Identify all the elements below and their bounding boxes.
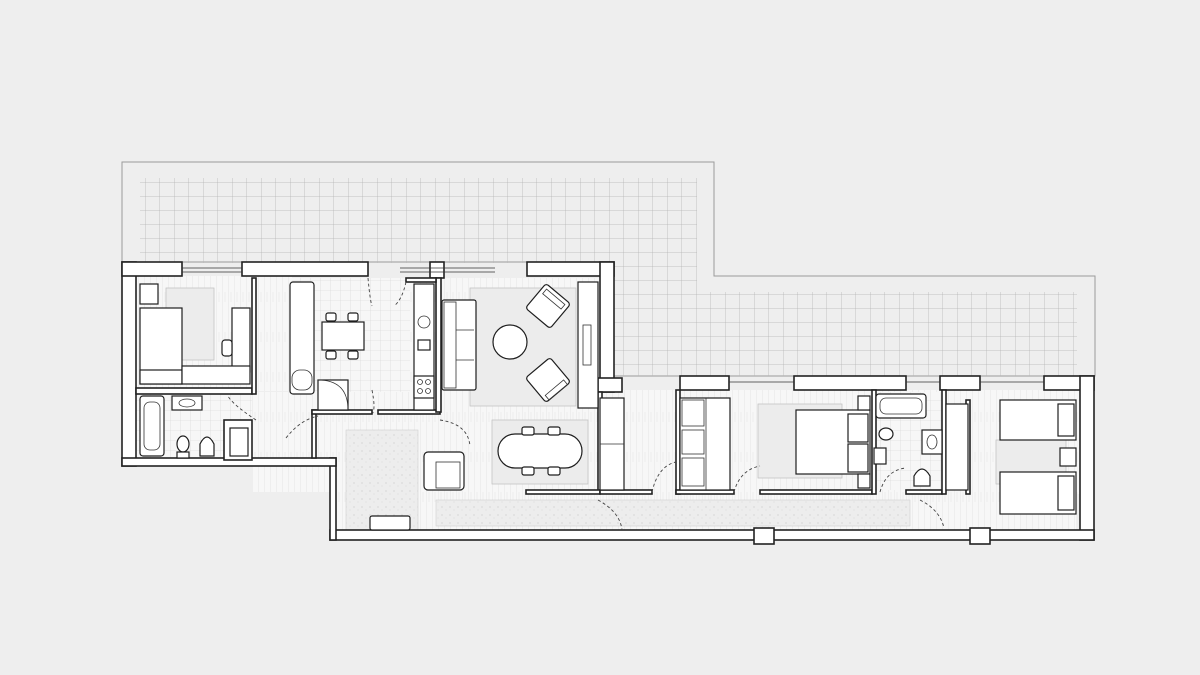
- nightstand-right: [1059, 447, 1077, 467]
- entrance: [369, 515, 411, 531]
- bedroom-middle: [679, 395, 871, 491]
- toilet-right: [878, 427, 894, 441]
- chair: [221, 339, 233, 357]
- bathroom-right: [873, 393, 943, 487]
- entry-bench: [369, 515, 411, 531]
- wardrobe: [679, 397, 731, 491]
- armchair-bottom: [526, 358, 570, 402]
- toilet: [176, 435, 190, 453]
- doors: [227, 277, 945, 531]
- bidet: [199, 436, 215, 457]
- windows: [182, 267, 1044, 383]
- nightstand: [139, 283, 159, 305]
- wardrobe-right: [945, 403, 969, 491]
- sofa: [441, 299, 477, 391]
- bidet-right: [913, 468, 931, 487]
- stove: [413, 375, 435, 399]
- dining-table-oval: [497, 433, 583, 469]
- kitchen: [289, 281, 435, 411]
- bathroom-left: [139, 395, 249, 459]
- desk: [231, 307, 251, 373]
- bathtub-right: [875, 393, 927, 419]
- bathtub: [139, 395, 165, 457]
- nightstand-middle: [857, 395, 871, 411]
- shower-box: [229, 427, 249, 457]
- coffee-table: [492, 324, 528, 360]
- terrace: [121, 161, 1096, 377]
- sink-right: [921, 429, 943, 455]
- dining-table-small: [321, 321, 365, 351]
- tv-cabinet: [577, 281, 599, 409]
- fridge: [317, 379, 349, 411]
- bedroom-left: [139, 283, 251, 385]
- nightstand-middle-2: [857, 473, 871, 489]
- kitchen-sink: [417, 315, 431, 329]
- study: [599, 397, 625, 491]
- armchair-entrance: [423, 451, 465, 491]
- living-room: [423, 281, 599, 491]
- bedroom-right: [945, 399, 1077, 515]
- armchair-top: [526, 284, 570, 328]
- kitchen-counter-left: [289, 281, 315, 395]
- sink: [171, 395, 203, 411]
